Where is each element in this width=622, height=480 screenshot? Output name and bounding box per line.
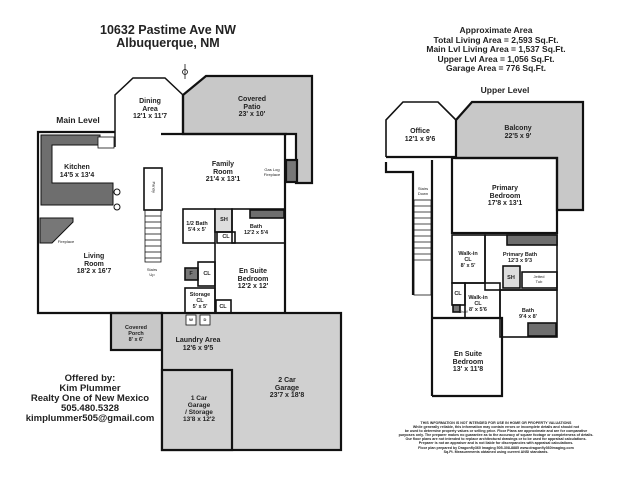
- closet-label: CL: [219, 304, 227, 310]
- agent-email[interactable]: kimplummer505@gmail.com: [25, 413, 155, 424]
- stairs-upper: [413, 199, 432, 296]
- compass-icon: [182, 64, 188, 79]
- disclaimer-line: Floor plan prepared by Dragonfly360 Imag…: [418, 445, 574, 450]
- address-line2: Albuquerque, NM: [116, 36, 220, 50]
- upper-level-label: Upper Level: [480, 85, 530, 95]
- dryer-label: D: [203, 317, 207, 322]
- shelf-label: Shelf: [458, 309, 468, 314]
- jetted-tub-label: Jetted Tub: [533, 274, 545, 284]
- living-fireplace: [39, 217, 74, 244]
- offered-by: Offered by:: [64, 373, 116, 384]
- disclaimer-line: purposes only. The preparer makes no gua…: [398, 433, 594, 438]
- disclaimer-line: While generally reliable, this informati…: [412, 425, 580, 430]
- washer-label: W: [189, 317, 193, 322]
- area-summary: Approximate Area Total Living Area = 2,5…: [426, 25, 566, 74]
- gas-fireplace-label: Gas Log Fireplace: [263, 167, 281, 177]
- disclaimer: THIS INFORMATION IS NOT INTENDED FOR USE…: [399, 421, 594, 454]
- closet-label: CL: [203, 271, 211, 277]
- gas-fireplace: [284, 158, 299, 184]
- address-line1: 10632 Pastime Ave NW: [100, 23, 236, 37]
- agent-name: Kim Plummer: [59, 383, 121, 394]
- shower-label: SH: [507, 275, 515, 281]
- stairs-main: [144, 209, 162, 263]
- closet-label: CL: [454, 291, 462, 297]
- agent-info: Offered by: Kim Plummer Realty One of Ne…: [26, 374, 155, 424]
- garage-1-car: [160, 368, 234, 452]
- pantry-label: Pantry: [151, 181, 157, 194]
- disclaimer-line: Preparer is not an appraiser and is not …: [418, 441, 574, 446]
- shower-label: SH: [220, 217, 228, 223]
- area-line: Main Lvl Living Area = 1,537 Sq.Ft.: [426, 44, 566, 54]
- dining-bay: [114, 77, 184, 147]
- upper-level-plan: [384, 100, 585, 398]
- area-heading: Approximate Area: [459, 25, 533, 35]
- main-level-plan: [36, 64, 343, 452]
- furnace-label: F: [189, 271, 193, 277]
- disclaimer-line: THIS INFORMATION IS NOT INTENDED FOR USE…: [420, 421, 572, 425]
- area-line: Upper Lvl Area = 1,056 Sq.Ft.: [437, 53, 555, 64]
- closet-label: CL: [222, 234, 230, 240]
- agent-phone: 505.480.5328: [60, 403, 120, 414]
- stairs-up-label: Stairs Up: [146, 267, 158, 277]
- area-line: Total Living Area = 2,593 Sq.Ft.: [433, 34, 559, 45]
- disclaimer-line: Our floor plans are not intended to repl…: [405, 437, 587, 442]
- disclaimer-line: be used to determine property values or …: [404, 429, 588, 434]
- office-bay: [385, 101, 457, 157]
- fireplace-label: Fireplace: [57, 239, 75, 244]
- area-line: Garage Area = 776 Sq.Ft.: [445, 63, 547, 73]
- stairs-down-label: Stairs Down: [417, 186, 429, 196]
- address-title: 10632 Pastime Ave NW Albuquerque, NM: [100, 24, 236, 50]
- agent-company: Realty One of New Mexico: [30, 393, 150, 404]
- disclaimer-line: Sq.Ft. Measurements obtained using curre…: [443, 449, 549, 454]
- main-level-label: Main Level: [56, 115, 100, 125]
